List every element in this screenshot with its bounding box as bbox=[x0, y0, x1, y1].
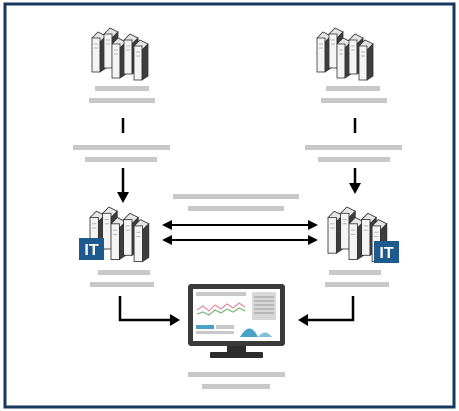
it-badge-left-text: IT bbox=[84, 242, 98, 259]
bidirectional-arrow bbox=[162, 235, 318, 245]
placeholder-text-bar bbox=[89, 98, 155, 103]
placeholder-text-bar bbox=[95, 86, 149, 91]
it-badge-left: IT bbox=[79, 238, 104, 260]
placeholder-text-bar bbox=[98, 270, 150, 275]
placeholder-text-bar bbox=[202, 384, 270, 389]
elbow-arrow-right bbox=[298, 296, 355, 326]
it-badge-right: IT bbox=[374, 241, 399, 263]
placeholder-text-bar bbox=[318, 157, 390, 162]
down-arrow-right bbox=[349, 168, 361, 194]
placeholder-text-bar bbox=[188, 206, 284, 211]
placeholder-text-bar bbox=[305, 145, 402, 150]
placeholder-text-bar bbox=[85, 157, 157, 162]
placeholder-text-bar bbox=[73, 145, 170, 150]
placeholder-text-bar bbox=[326, 86, 380, 91]
placeholder-text-bar bbox=[173, 194, 299, 199]
down-arrow-left bbox=[117, 168, 129, 203]
placeholder-text-bar bbox=[321, 98, 387, 103]
placeholder-text-bar bbox=[329, 270, 381, 275]
bidirectional-arrow bbox=[162, 220, 318, 230]
placeholder-text-bar bbox=[90, 282, 154, 287]
placeholder-text-bar bbox=[325, 282, 389, 287]
dashboard-monitor-icon bbox=[188, 284, 285, 358]
placeholder-text-bar bbox=[188, 372, 285, 377]
it-badge-right-text: IT bbox=[379, 245, 393, 262]
elbow-arrow-left bbox=[118, 296, 180, 326]
